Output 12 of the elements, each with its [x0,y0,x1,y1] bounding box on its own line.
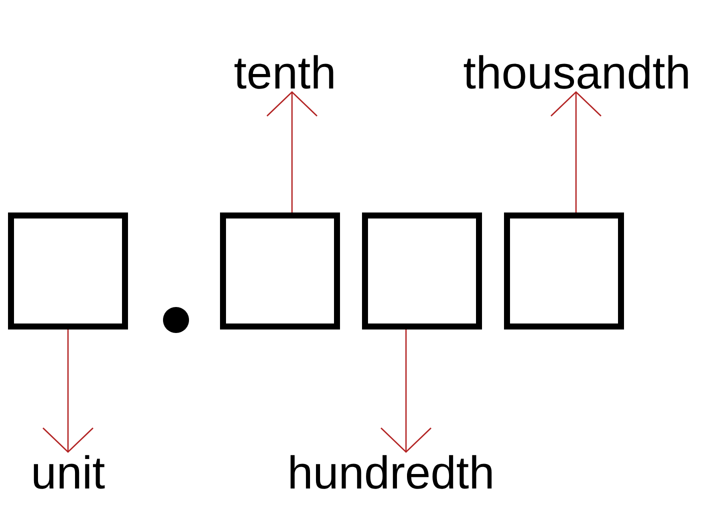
place-label: unit [34,455,105,489]
digit-box [220,212,340,330]
place-label: hundredth [290,455,492,489]
digit-box [504,212,624,330]
arrow [550,91,602,212]
arrow [42,330,94,453]
arrow [380,330,432,453]
digit-box [8,212,128,330]
place-label: tenth [234,55,334,89]
place-label: thousandth [464,55,688,89]
arrow [266,91,318,212]
digit-box [362,212,482,330]
